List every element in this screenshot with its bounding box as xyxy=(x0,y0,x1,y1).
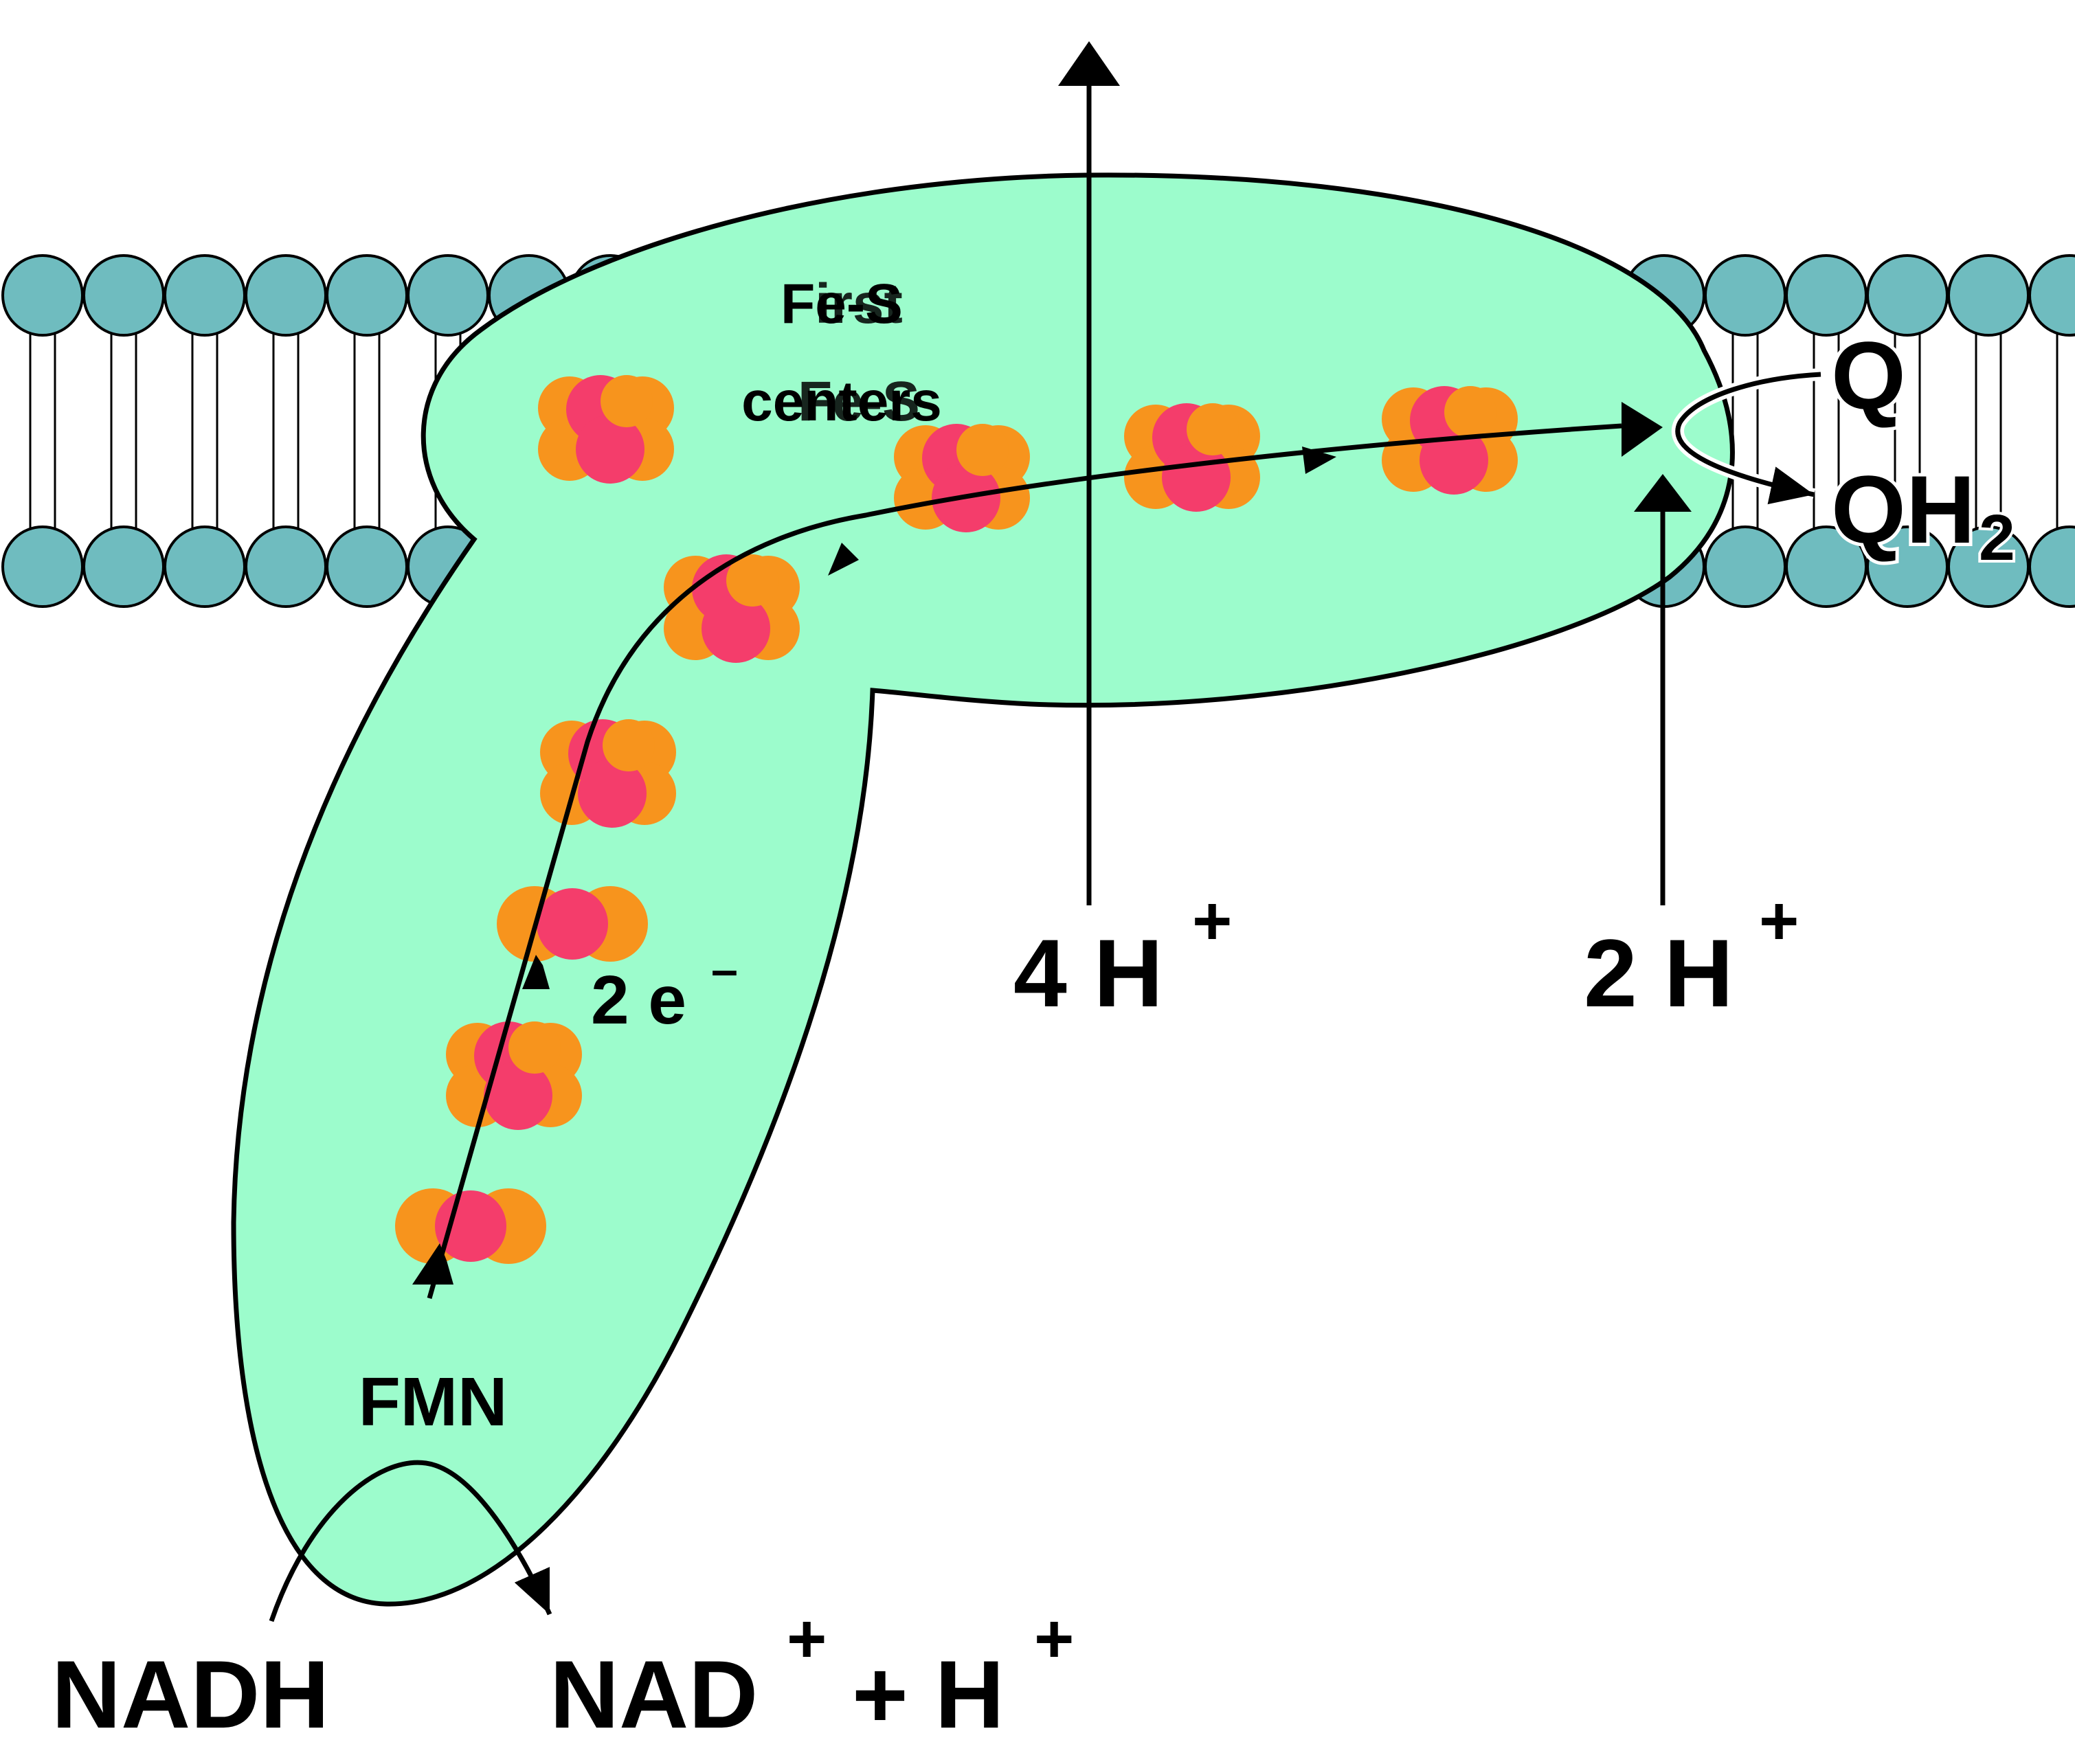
fes-cluster-4fe xyxy=(446,1021,582,1130)
lipid-head-inner xyxy=(1,525,84,608)
lipid-head-outer xyxy=(1947,254,2030,337)
qh2-label: QH xyxy=(1831,455,1975,563)
nadh-label: NADH xyxy=(52,1640,329,1748)
iron-atom xyxy=(726,554,778,607)
lipid-head-outer xyxy=(82,254,165,337)
sulfur-atom xyxy=(576,415,644,484)
electron-path-line xyxy=(427,423,1622,1299)
four-h-label: 4 H xyxy=(1013,919,1163,1027)
fes-cluster-4fe xyxy=(538,375,674,484)
fes-cluster-2fe xyxy=(395,1188,546,1264)
two-h-label: 2 H xyxy=(1584,919,1734,1027)
sulfur-atom xyxy=(435,1190,506,1262)
nadh-oxidation-arrow xyxy=(269,1460,552,1622)
electron-arrowhead-upper xyxy=(522,955,550,989)
electron-arrowhead-curve xyxy=(828,543,859,576)
nad-plus-sup: + xyxy=(787,1601,827,1677)
two-electrons-sup: – xyxy=(711,942,738,996)
iron-atom xyxy=(1187,403,1239,455)
fes-cluster-4fe xyxy=(1382,386,1518,495)
proton-arrowhead-4h xyxy=(1058,41,1120,86)
sulfur-atom xyxy=(1420,426,1488,495)
sulfur-atom xyxy=(702,594,770,663)
iron-atom xyxy=(508,1021,561,1074)
iron-atom xyxy=(601,375,653,427)
fes-overlay-label-line2: Fe-S xyxy=(798,370,920,433)
lipid-head-outer xyxy=(326,254,408,337)
fes-centers-label-line2: centers xyxy=(741,370,942,433)
sulfur-atom xyxy=(537,888,608,960)
lipid-head-outer xyxy=(1,254,84,337)
fmn-label: FMN xyxy=(359,1364,508,1440)
complex-i-body xyxy=(231,172,1735,1607)
lipid-head-outer xyxy=(2028,254,2075,337)
electron-arrowhead-mid xyxy=(1302,446,1336,474)
proton-uptake-arrow-2h xyxy=(1634,474,1692,905)
lipid-head-outer xyxy=(245,254,327,337)
electron-arrowhead-end xyxy=(1622,402,1663,457)
fes-cluster-2fe xyxy=(497,886,648,962)
iron-atom xyxy=(603,719,655,771)
nad-plus-label: NAD xyxy=(550,1640,758,1748)
fes-centers-label-line1: Fe-S xyxy=(781,273,903,335)
four-h-sup: + xyxy=(1192,883,1232,960)
sulfur-atom xyxy=(484,1061,552,1130)
fes-cluster-4fe xyxy=(540,719,676,828)
quinone-reduction-loop xyxy=(1671,368,1821,505)
fes-clusters xyxy=(395,375,1518,1264)
two-electrons-label: 2 e xyxy=(591,962,686,1039)
iron-atom xyxy=(956,424,1009,476)
two-h-sup: + xyxy=(1759,883,1799,960)
nad-h-sup: + xyxy=(1034,1601,1074,1677)
fes-overlay-label-line1: First xyxy=(781,273,903,335)
nadh-curve xyxy=(269,1460,552,1622)
q-label: Q xyxy=(1831,321,1906,429)
qh2-subscript: 2 xyxy=(1979,501,2015,574)
electron-arrowhead-fmn xyxy=(412,1243,453,1285)
fes-cluster-4fe xyxy=(664,554,800,663)
proton-pump-arrow-4h xyxy=(1058,41,1120,905)
lipid-head-outer xyxy=(164,254,246,337)
nad-h-label: + H xyxy=(852,1640,1005,1748)
lipid-head-inner xyxy=(1704,525,1786,608)
sulfur-atom xyxy=(578,759,647,828)
proton-arrowhead-2h xyxy=(1634,474,1692,512)
lipid-head-inner xyxy=(164,525,246,608)
lipid-head-inner xyxy=(82,525,165,608)
lipid-head-inner xyxy=(245,525,327,608)
lipid-head-inner xyxy=(326,525,408,608)
lipid-head-outer xyxy=(1704,254,1786,337)
electron-transfer-path xyxy=(412,402,1663,1299)
labels: Fe-S First centers Fe-S 2 e – FMN NADH N… xyxy=(52,273,2018,1748)
iron-atom xyxy=(1444,386,1496,438)
fes-cluster-4fe xyxy=(894,424,1030,532)
lipid-head-outer xyxy=(407,254,489,337)
lipid-head-inner xyxy=(2028,525,2075,608)
q-loop-curve xyxy=(1675,372,1821,505)
